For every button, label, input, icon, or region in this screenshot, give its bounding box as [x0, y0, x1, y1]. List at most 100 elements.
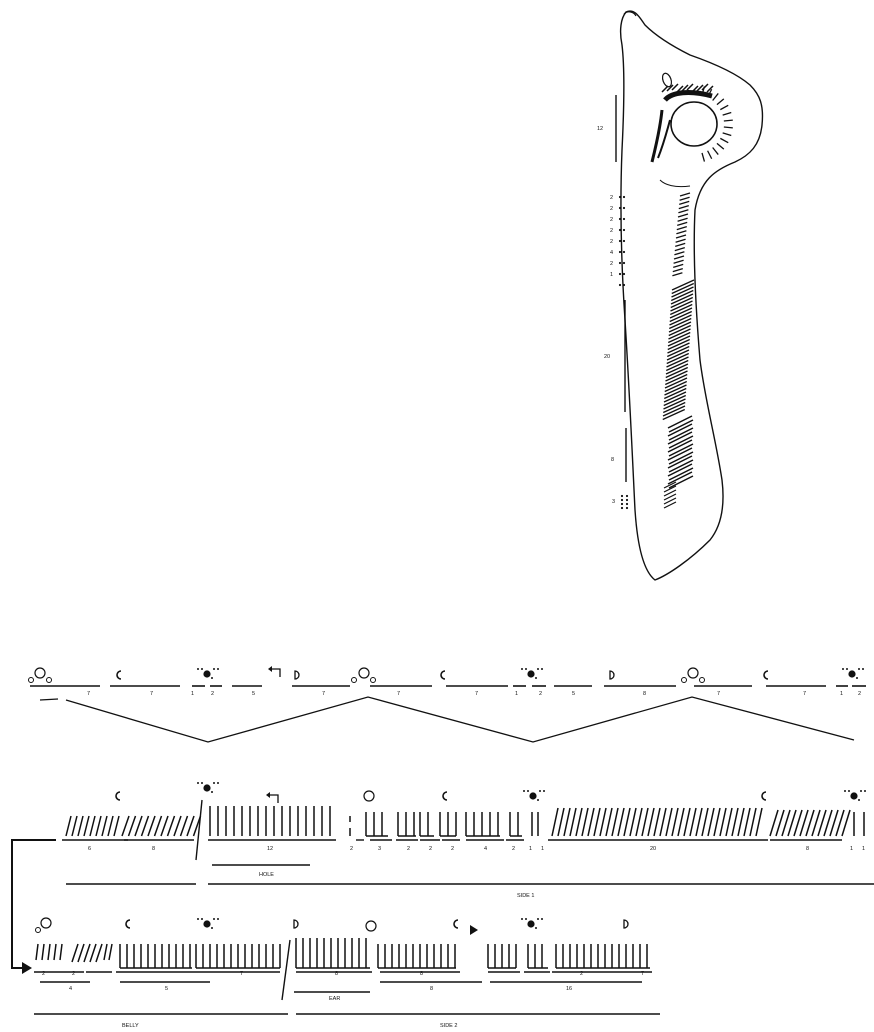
socket-notch-mark	[707, 86, 713, 92]
last-quarter-icon	[762, 792, 766, 800]
scale-label: 12	[597, 126, 603, 132]
row1-count: 8	[643, 691, 646, 697]
scale-dot	[619, 218, 621, 220]
full-moon-icon	[688, 668, 698, 678]
scale-dot	[623, 218, 625, 220]
row2-count: 1	[529, 846, 532, 852]
new-moon-icon	[203, 920, 210, 927]
arrowhead-icon	[470, 925, 478, 935]
shaft-notch-mark	[677, 222, 687, 225]
first-quarter-icon	[610, 671, 614, 679]
row2-notch-mark	[672, 808, 678, 836]
row2-count: 3	[378, 846, 381, 852]
last-quarter-icon	[117, 671, 121, 679]
row3-notch-mark	[90, 944, 96, 962]
row2-notch-mark	[642, 808, 648, 836]
dot-icon	[858, 799, 860, 801]
row3-notch-mark	[84, 944, 90, 962]
row2-notch-mark	[187, 816, 194, 836]
last-quarter-icon	[443, 792, 447, 800]
new-moon-icon	[529, 792, 536, 799]
socket-notch-mark	[702, 84, 708, 90]
row2-notch-mark	[678, 808, 684, 836]
row1-count: 7	[150, 691, 153, 697]
row2-notch-mark	[726, 808, 732, 836]
row2-count: 20	[650, 846, 656, 852]
row3-notch-mark	[109, 944, 112, 960]
dot-icon	[846, 668, 848, 670]
shaft-notch-mark	[679, 206, 689, 209]
row2-notch-mark	[135, 816, 142, 836]
row1-count: 2	[858, 691, 861, 697]
socket-notch-mark	[717, 99, 724, 105]
scale-label: 1	[610, 272, 613, 278]
row2-count: 4	[484, 846, 487, 852]
scale-dot	[626, 499, 628, 501]
dot-icon	[211, 927, 213, 929]
row1-count: 2	[539, 691, 542, 697]
shaft-notch-mark	[677, 227, 687, 230]
row2-notch-mark	[696, 808, 702, 836]
socket-notch-mark	[724, 127, 733, 128]
row2-notch-marks	[66, 800, 864, 860]
scale-dot	[621, 499, 623, 501]
dot-icon	[541, 668, 543, 670]
row2-count: 1	[541, 846, 544, 852]
last-quarter-icon	[764, 671, 768, 679]
socket-notch-mark	[717, 143, 724, 149]
row2-notch-mark	[600, 808, 606, 836]
row2-notch-mark	[732, 808, 738, 836]
row2-phase-symbols	[116, 782, 866, 803]
full-moon-icon	[366, 921, 376, 931]
scale-label: 2	[610, 228, 613, 234]
row3-phase-symbols	[36, 918, 629, 935]
dot-icon	[197, 782, 199, 784]
row2-count: 6	[88, 846, 91, 852]
scale-dot	[619, 229, 621, 231]
socket-notch-mark	[662, 86, 668, 92]
first-quarter-icon	[624, 920, 628, 928]
zigzag-line	[66, 697, 854, 742]
scale-dot	[619, 284, 621, 286]
row2-count: 2	[451, 846, 454, 852]
row2-notch-mark	[738, 808, 744, 836]
scale-dot	[623, 284, 625, 286]
row3-count: 5	[165, 986, 168, 992]
row2-notch-mark	[570, 808, 576, 836]
row2-count: 8	[152, 846, 155, 852]
row3-notch-mark	[36, 944, 38, 960]
socket-notch-mark	[723, 112, 732, 115]
socket-notch-mark	[687, 84, 693, 90]
dot-icon	[213, 668, 215, 670]
dot-icon	[842, 668, 844, 670]
row2-notch-mark	[612, 808, 618, 836]
row2-notch-mark	[108, 816, 113, 836]
row3-bracket-label: BELLY	[122, 1023, 139, 1029]
row2-count: 2	[350, 846, 353, 852]
scale-dot	[626, 495, 628, 497]
socket-notch-mark	[713, 147, 719, 154]
row2-notch-mark	[702, 808, 708, 836]
row2-notch-mark	[558, 808, 564, 836]
first-quarter-icon	[294, 920, 298, 928]
moon-icon	[47, 678, 52, 683]
row2-notch-mark	[129, 816, 136, 836]
scale-dot	[619, 196, 621, 198]
row3-notch-mark	[78, 944, 84, 962]
dot-icon	[521, 918, 523, 920]
row3-baselines	[34, 972, 660, 1014]
row3-count: 2	[72, 971, 75, 977]
small-hole	[661, 72, 673, 88]
dot-icon	[844, 790, 846, 792]
row2-notch-mark	[714, 808, 720, 836]
shaft-notch-mark	[678, 218, 688, 221]
row3-notch-mark	[104, 944, 107, 960]
row3-notch-mark	[96, 944, 102, 962]
new-moon-icon	[527, 670, 534, 677]
full-moon-icon	[359, 668, 369, 678]
shaft-notch-mark	[680, 193, 690, 196]
scale-label: 20	[604, 354, 610, 360]
row3-bracket-label: SIDE 2	[440, 1023, 457, 1029]
scale-dot-column-bottom	[621, 495, 628, 509]
dot-icon	[525, 918, 527, 920]
